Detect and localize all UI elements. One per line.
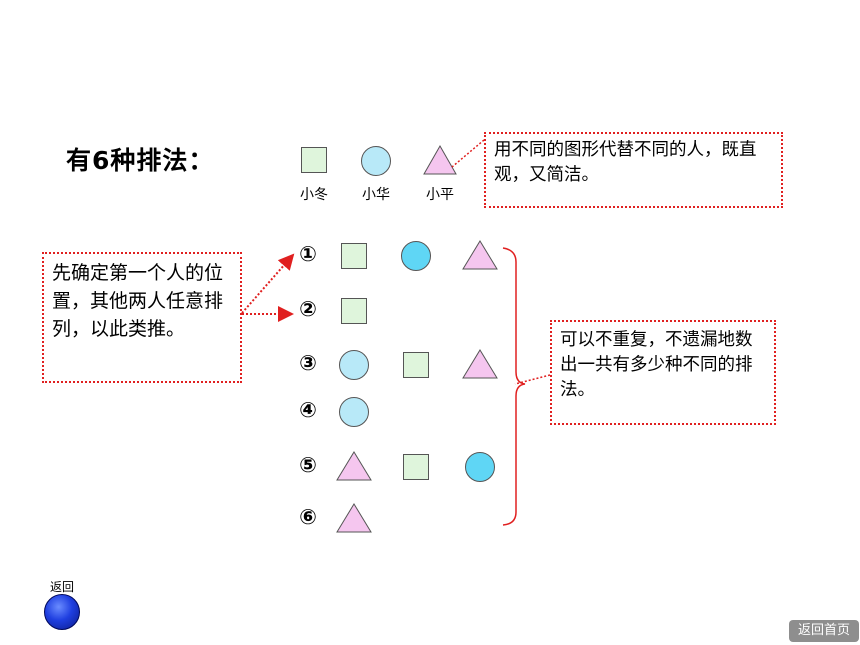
legend-triangle-icon (423, 144, 457, 175)
top-callout-pointer (451, 139, 485, 168)
circle-icon (401, 241, 431, 271)
circle-icon (339, 350, 369, 380)
row-label: ③ (299, 351, 317, 375)
callout-left: 先确定第一个人的位置，其他两人任意排列，以此类推。 (42, 252, 242, 383)
back-button[interactable] (44, 594, 80, 630)
row-label: ④ (299, 398, 317, 422)
triangle-icon (462, 349, 498, 379)
callout-right-text: 可以不重复，不遗漏地数出一共有多少种不同的排法。 (560, 330, 753, 400)
triangle-icon (336, 503, 372, 533)
circle-icon (465, 452, 495, 482)
row-label: ① (299, 242, 317, 266)
callout-left-text: 先确定第一个人的位置，其他两人任意排列，以此类推。 (52, 262, 224, 340)
legend-name-xiaohua: 小华 (362, 187, 390, 203)
circle-icon (339, 397, 369, 427)
legend-name-xiaoping: 小平 (426, 187, 454, 203)
callout-top: 用不同的图形代替不同的人，既直观，又简洁。 (484, 132, 783, 208)
home-button[interactable]: 返回首页 (789, 620, 859, 642)
legend-name-xiaodong: 小冬 (300, 187, 328, 203)
arrow-to-row1 (241, 253, 295, 314)
row-label: ② (299, 297, 317, 321)
callout-right: 可以不重复，不遗漏地数出一共有多少种不同的排法。 (550, 320, 776, 425)
triangle-icon (336, 451, 372, 481)
square-icon (341, 243, 367, 269)
legend-square-icon (301, 147, 327, 173)
legend-circle-icon (361, 146, 391, 176)
square-icon (403, 454, 429, 480)
square-icon (403, 352, 429, 378)
heading: 有6种排法： (66, 146, 215, 175)
right-brace (502, 247, 526, 526)
row-label: ⑤ (299, 453, 317, 477)
triangle-icon (462, 240, 498, 270)
row-label: ⑥ (299, 505, 317, 529)
back-label: 返回 (50, 580, 75, 594)
square-icon (341, 298, 367, 324)
callout-top-text: 用不同的图形代替不同的人，既直观，又简洁。 (494, 140, 757, 185)
